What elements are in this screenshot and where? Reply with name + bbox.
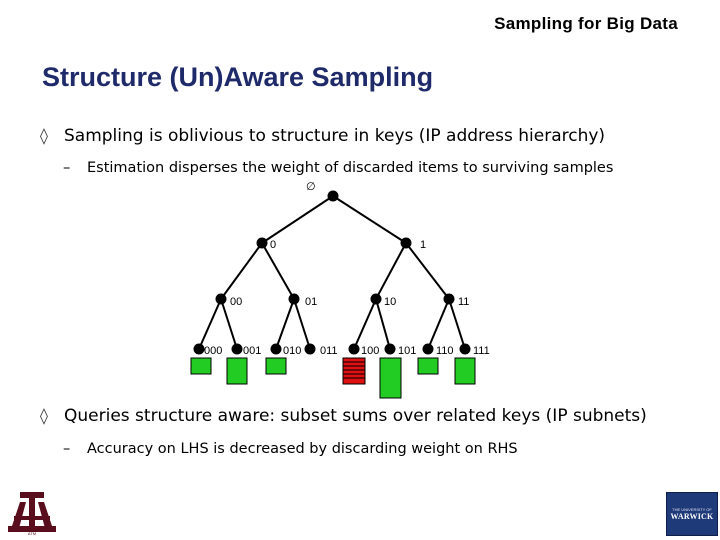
root-label: ∅ [306,181,316,193]
tree-edge [220,298,238,350]
dash-marker: – [63,160,71,176]
bullet-diamond-icon: ◊ [40,406,48,425]
tree-node [370,293,382,305]
node-label: 01 [305,296,317,308]
tree-node [443,293,455,305]
discarded-sample-box [342,357,366,385]
tree-edge [220,242,263,300]
sample-box [226,357,248,385]
tree-edge [293,298,311,350]
tree-leaf [193,343,205,355]
tree-leaf [384,343,396,355]
tree-edge [375,298,391,350]
tree-edge [261,242,295,300]
leaf-label: 001 [243,345,261,357]
tree-edge [375,242,407,300]
tree-node [256,237,268,249]
slide-title: Structure (Un)Aware Sampling [42,62,434,92]
tree-leaf [270,343,282,355]
bullet-1: ◊ Sampling is oblivious to structure in … [40,126,605,146]
tree-edge [261,195,334,244]
leaf-label: 101 [398,345,416,357]
tree-edge [332,195,407,244]
tree-edges [198,195,466,350]
dash-marker: – [63,441,71,457]
key-hierarchy-tree: ∅ 0 1 00 01 10 11 000 001 010 011 100 10… [190,181,490,399]
leaf-label: 100 [361,345,379,357]
tree-edge [448,298,466,350]
node-label: 0 [270,239,276,251]
leaf-label: 010 [283,345,301,357]
bullet-1-text: Sampling is oblivious to structure in ke… [64,126,606,146]
tree-node [288,293,300,305]
sample-box [417,357,439,375]
node-label: 1 [420,239,426,251]
leaf-label: 110 [436,345,454,357]
tree-leaf [231,343,243,355]
tree-leaf [348,343,360,355]
header-title: Sampling for Big Data [494,14,678,33]
tree-edge [405,242,450,300]
leaf-label: 000 [204,345,222,357]
node-label: 00 [230,296,242,308]
tree-node [215,293,227,305]
tamu-logo-text: ATM [28,531,36,536]
bullet-2: ◊ Queries structure aware: subset sums o… [40,406,647,426]
tree-leaf [459,343,471,355]
leaf-label: 111 [473,345,490,357]
sub-bullet-2-text: Accuracy on LHS is decreased by discardi… [87,441,518,457]
tree-leaf [304,343,316,355]
sub-bullet-1-text: Estimation disperses the weight of disca… [87,160,614,176]
bullet-diamond-icon: ◊ [40,126,48,145]
leaf-label: 011 [320,345,338,357]
tree-leaf [422,343,434,355]
tree-edge [353,298,377,350]
warwick-logo-big: WARWICK [670,512,714,521]
tree-edge [275,298,295,350]
sample-box [379,357,402,399]
warwick-logo-small: THE UNIVERSITY OF [672,507,712,512]
sample-box [190,357,212,375]
texas-am-logo: ATM [8,492,56,536]
bullet-2-text: Queries structure aware: subset sums ove… [64,406,647,426]
tree-edge [427,298,450,350]
sub-bullet-1: – Estimation disperses the weight of dis… [63,160,613,176]
sample-box [454,357,476,385]
tree-edge [198,298,222,350]
node-label: 10 [384,296,396,308]
sub-bullet-2: – Accuracy on LHS is decreased by discar… [63,441,518,457]
tree-node [400,237,412,249]
node-label: 11 [458,296,469,308]
sample-box [265,357,287,375]
tree-node-root [327,190,339,202]
warwick-logo: THE UNIVERSITY OF WARWICK [666,492,718,536]
